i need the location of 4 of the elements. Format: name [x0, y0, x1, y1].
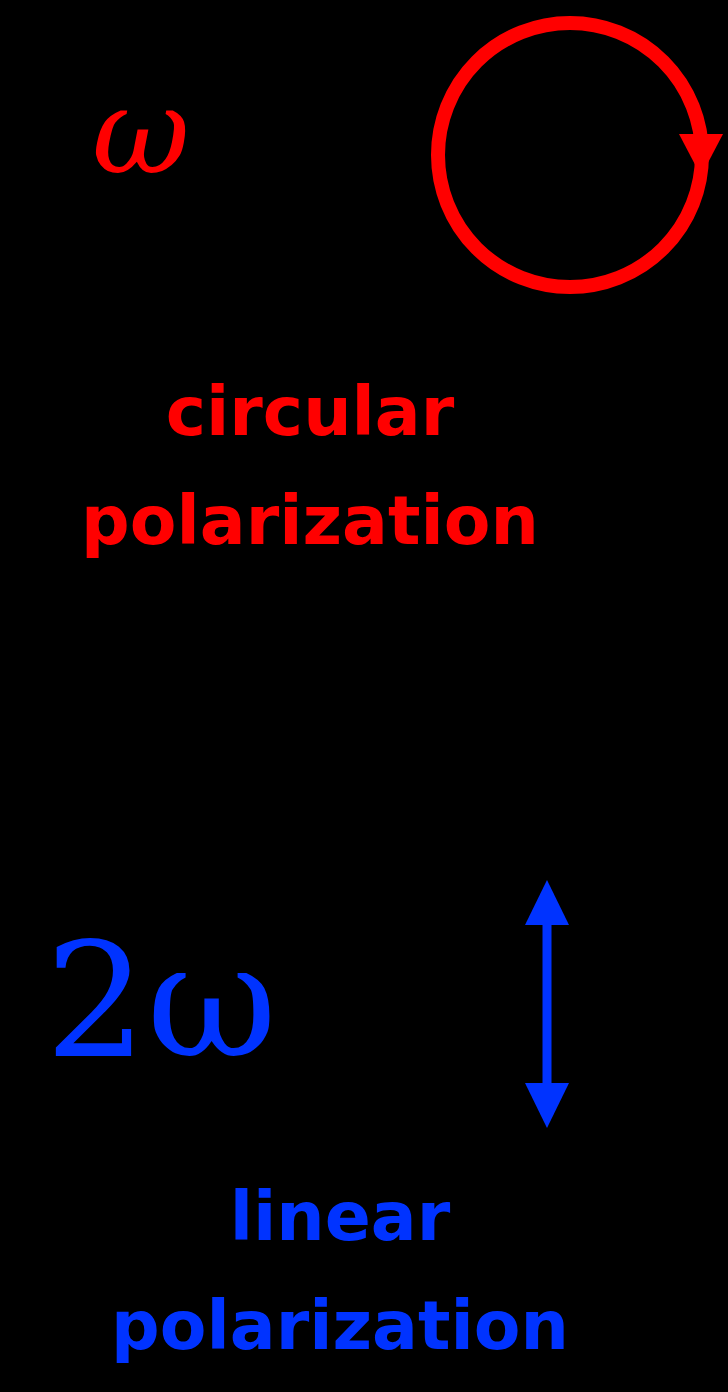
polarization-label: circular polarization — [80, 371, 540, 562]
polarization-label: linear polarization — [110, 1176, 570, 1367]
frequency-symbol: ω — [92, 61, 191, 203]
frequency-symbol: 2ω — [45, 906, 279, 1096]
